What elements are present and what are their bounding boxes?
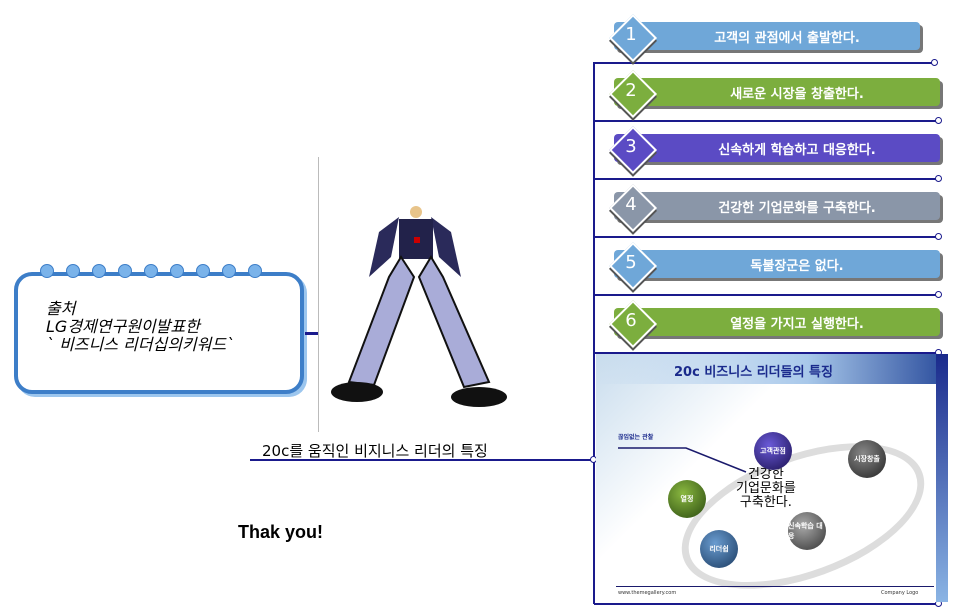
ball-passion: 열정 xyxy=(668,480,706,518)
businessman-image[interactable] xyxy=(318,157,513,432)
item-label: 건강한 기업문화를 구축한다. xyxy=(718,200,876,216)
slide-center-text: 건강한 기업문화를 구축한다. xyxy=(736,468,796,510)
note-line: 출처 xyxy=(46,299,76,318)
branch-line xyxy=(594,120,938,122)
source-note-text: 출처 LG경제연구원이발표한 ` 비즈니스 리더십의키워드` xyxy=(46,300,234,354)
item-number: 4 xyxy=(625,194,637,215)
item-number: 3 xyxy=(625,136,637,157)
slide-footer-line xyxy=(616,586,934,587)
callout-small-label: 끊임없는 관찰 xyxy=(618,434,654,441)
ball-learning: 신속학습 대응 xyxy=(788,512,826,550)
slide-side-bar xyxy=(936,354,948,602)
item-banner-4[interactable]: 건강한 기업문화를 구축한다. xyxy=(614,192,940,220)
ball-customer: 고객관점 xyxy=(754,432,792,470)
item-banner-2[interactable]: 새로운 시장을 창출한다. xyxy=(614,78,940,106)
item-label: 독불장군은 없다. xyxy=(750,258,844,274)
branch-line xyxy=(594,62,934,64)
item-number: 5 xyxy=(625,252,637,273)
item-number: 6 xyxy=(625,310,637,331)
note-line: LG경제연구원이발표한 xyxy=(46,317,200,336)
item-label: 신속하게 학습하고 대응한다. xyxy=(718,142,876,158)
item-banner-6[interactable]: 열정을 가지고 실행한다. xyxy=(614,308,940,336)
note-line: ` 비즈니스 리더십의키워드` xyxy=(46,335,235,354)
connector-dot xyxy=(935,175,942,182)
connector-dot xyxy=(931,59,938,66)
item-label: 열정을 가지고 실행한다. xyxy=(730,316,864,332)
slide-thumbnail[interactable]: 20c 비즈니스 리더들의 특징 끊임없는 관찰 건강한 기업문화를 구축한다.… xyxy=(596,354,948,602)
spiral-rings xyxy=(40,264,262,278)
connector-dot xyxy=(935,291,942,298)
center-text-line: 건강한 xyxy=(747,467,784,482)
item-number: 2 xyxy=(625,80,637,101)
branch-line xyxy=(594,603,938,605)
slide-header-bar xyxy=(596,354,948,384)
branch-line xyxy=(594,236,938,238)
ball-leadership: 리더쉽 xyxy=(700,530,738,568)
connector-dot xyxy=(935,117,942,124)
ball-market: 시장창출 xyxy=(848,440,886,478)
tree-vertical-line xyxy=(593,62,595,604)
item-banner-5[interactable]: 독불장군은 없다. xyxy=(614,250,940,278)
item-banner-3[interactable]: 신속하게 학습하고 대응한다. xyxy=(614,134,940,162)
item-banner-1[interactable]: 고객의 관점에서 출발한다. xyxy=(614,22,920,50)
slide-footer-left: www.themegallery.com xyxy=(618,590,677,596)
slide-footer-right: Company Logo xyxy=(881,590,919,596)
central-topic-label[interactable]: 20c를 움직인 비지니스 리더의 특징 xyxy=(262,442,488,460)
center-text-line: 구축한다. xyxy=(739,495,792,510)
branch-line xyxy=(594,352,938,354)
source-note-card[interactable] xyxy=(14,272,304,394)
item-label: 새로운 시장을 창출한다. xyxy=(730,86,864,102)
item-label: 고객의 관점에서 출발한다. xyxy=(714,30,860,46)
connector-dot xyxy=(935,233,942,240)
note-connector xyxy=(305,332,319,335)
item-number: 1 xyxy=(625,24,637,45)
callout-line xyxy=(618,447,747,473)
branch-line xyxy=(594,294,938,296)
thank-you-text: Thak you! xyxy=(238,522,324,542)
branch-line xyxy=(594,178,938,180)
center-text-line: 기업문화를 xyxy=(736,481,796,496)
central-topic-line xyxy=(250,459,595,461)
slide-title: 20c 비즈니스 리더들의 특징 xyxy=(674,365,833,380)
